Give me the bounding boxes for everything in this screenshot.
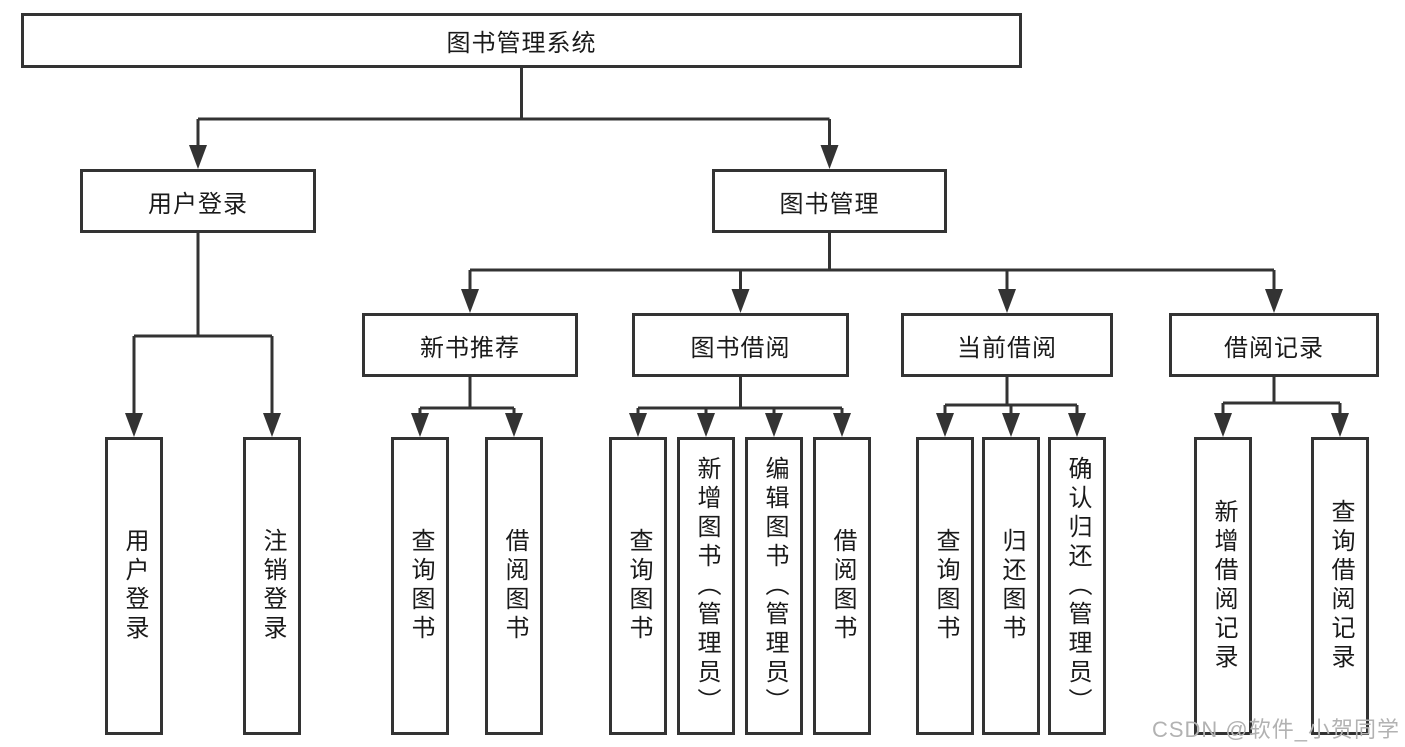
node-label: 当前借阅 — [957, 334, 1057, 362]
leaf-label: 查询图书 — [932, 528, 959, 644]
node-user-login: 用户登录 — [80, 169, 316, 233]
csdn-watermark: CSDN @软件_小贺同学 — [1151, 717, 1400, 742]
leaf-borrow-books: 借阅图书 — [813, 437, 871, 735]
node-label: 图书管理系统 — [446, 30, 597, 57]
leaf-confirm-return-admin: 确认归还（管理员） — [1048, 437, 1106, 735]
node-book-management: 图书管理 — [712, 169, 947, 233]
leaf-query-books-current: 查询图书 — [916, 437, 974, 735]
leaf-label: 编辑图书（管理员） — [761, 455, 788, 717]
leaf-label: 借阅图书 — [501, 528, 528, 644]
leaf-label: 用户登录 — [121, 528, 148, 644]
node-label: 借阅记录 — [1224, 334, 1324, 362]
node-library-system: 图书管理系统 — [21, 13, 1022, 68]
leaf-add-books-admin: 新增图书（管理员） — [677, 437, 735, 735]
node-current-borrowing: 当前借阅 — [901, 313, 1113, 377]
node-label: 用户登录 — [148, 190, 248, 218]
leaf-query-borrow-record: 查询借阅记录 — [1311, 437, 1369, 735]
leaf-edit-books-admin: 编辑图书（管理员） — [745, 437, 803, 735]
leaf-return-books: 归还图书 — [982, 437, 1040, 735]
leaf-query-books-recommend: 查询图书 — [391, 437, 449, 735]
leaf-label: 新增借阅记录 — [1210, 499, 1237, 673]
node-label: 图书管理 — [779, 190, 880, 218]
leaf-label: 借阅图书 — [829, 528, 856, 644]
leaf-label: 注销登录 — [259, 528, 286, 644]
leaf-label: 确认归还（管理员） — [1064, 455, 1091, 717]
leaf-label: 查询图书 — [625, 528, 652, 644]
leaf-borrow-books-recommend: 借阅图书 — [485, 437, 543, 735]
leaf-label: 归还图书 — [998, 528, 1025, 644]
leaf-logout: 注销登录 — [243, 437, 301, 735]
leaf-user-login: 用户登录 — [105, 437, 163, 735]
leaf-label: 查询借阅记录 — [1327, 499, 1354, 673]
node-label: 图书借阅 — [690, 334, 791, 362]
leaf-label: 新增图书（管理员） — [693, 455, 720, 717]
node-new-book-recommendation: 新书推荐 — [362, 313, 578, 377]
leaf-label: 查询图书 — [407, 528, 434, 644]
node-book-borrowing: 图书借阅 — [632, 313, 849, 377]
leaf-query-books-borrowing: 查询图书 — [609, 437, 667, 735]
node-label: 新书推荐 — [420, 334, 520, 362]
node-borrowing-records: 借阅记录 — [1169, 313, 1379, 377]
leaf-add-borrow-record: 新增借阅记录 — [1194, 437, 1252, 735]
